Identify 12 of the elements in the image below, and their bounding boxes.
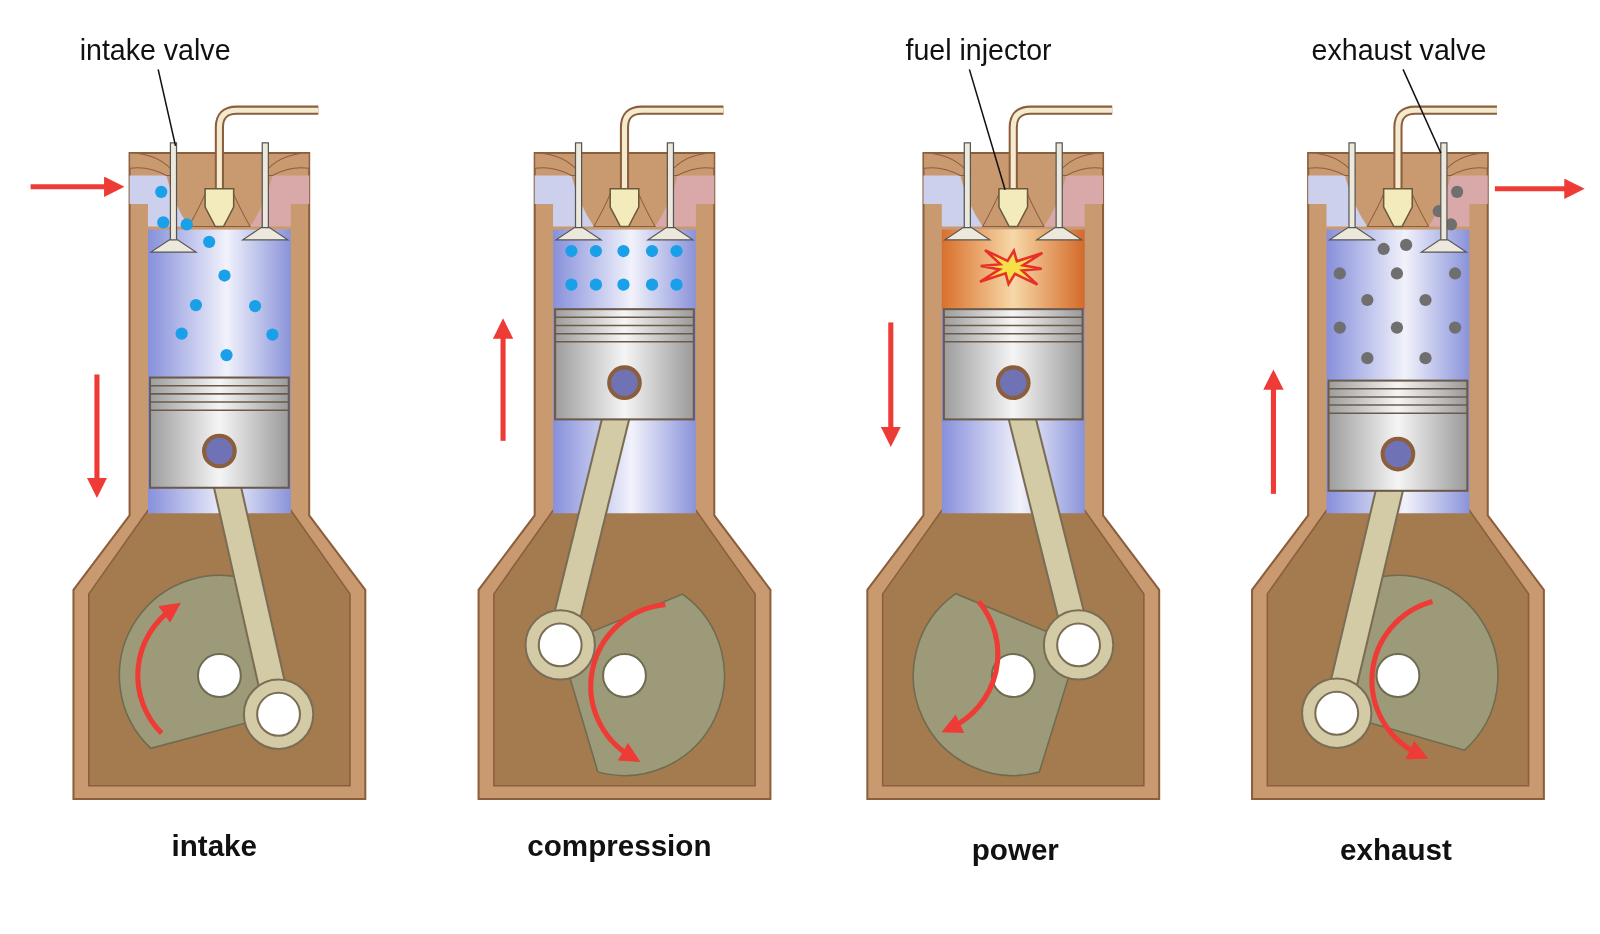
fuel-injector <box>998 105 1113 228</box>
stroke-caption: compression <box>527 829 712 863</box>
valve <box>1419 142 1469 253</box>
stroke-caption: exhaust <box>1340 833 1452 867</box>
valve <box>149 142 198 253</box>
part-label: fuel injector <box>905 34 1052 68</box>
part-label: intake valve <box>79 34 231 68</box>
stroke-caption: power <box>971 833 1059 867</box>
leader-line <box>157 68 177 147</box>
stroke-caption: intake <box>171 829 258 863</box>
part-label: exhaust valve <box>1311 34 1487 68</box>
leader-line <box>1402 68 1442 154</box>
